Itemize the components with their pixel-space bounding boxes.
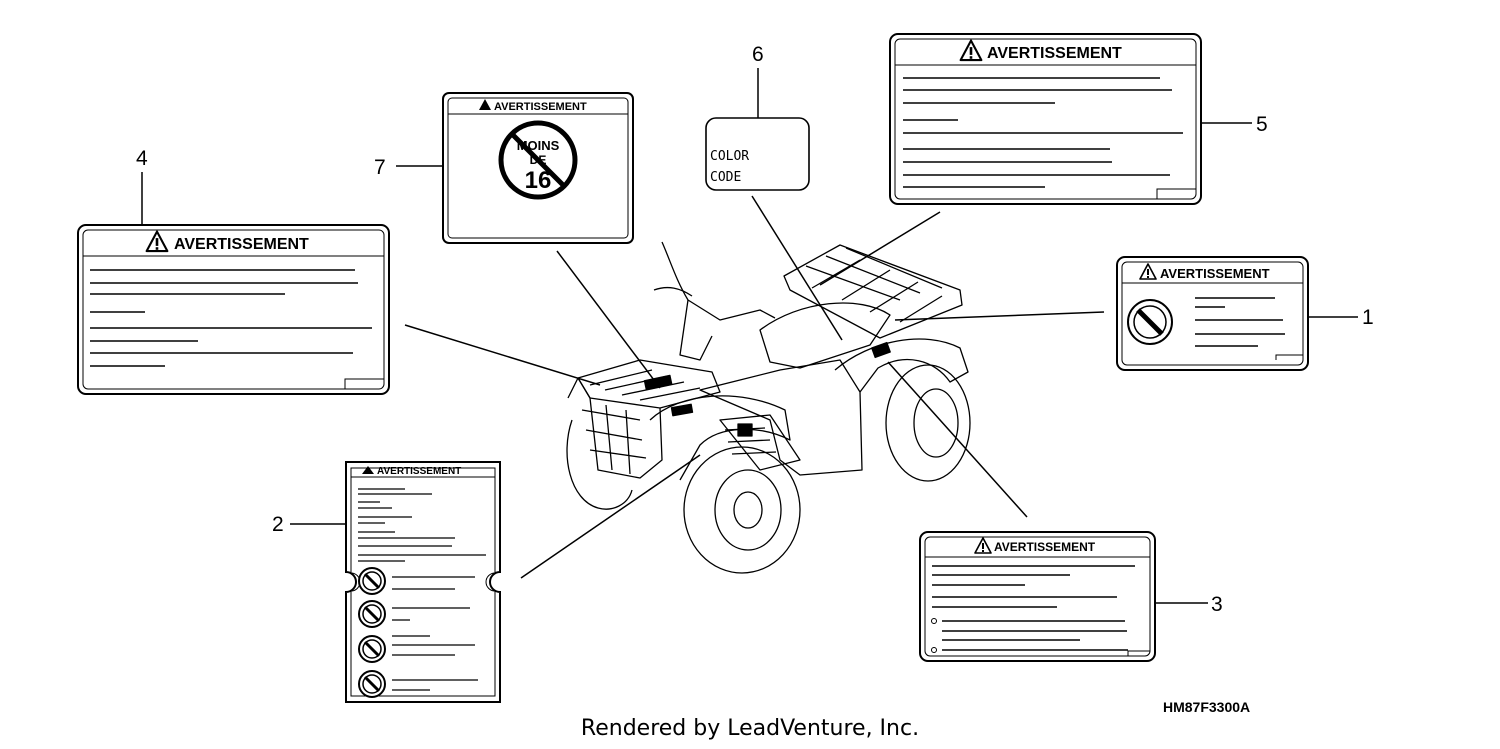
label-2: AVERTISSEMENT 2 [272, 461, 501, 703]
callout-4: 4 [136, 147, 148, 170]
label-3: AVERTISSEMENT 3 [919, 531, 1223, 662]
label-7: AVERTISSEMENT MOINS DE 16 7 [374, 92, 634, 244]
callout-7: 7 [374, 156, 386, 179]
label-1: AVERTISSEMENT 1 [1116, 256, 1374, 371]
label-2-header: AVERTISSEMENT [377, 466, 461, 477]
prohibition-icon [357, 566, 387, 596]
no-under-16-sign: MOINS DE 16 [498, 120, 578, 200]
prohibition-icon [357, 599, 387, 629]
label-4: AVERTISSEMENT 4 [77, 147, 390, 395]
callout-1: 1 [1362, 306, 1374, 329]
leader-lines [404, 195, 1105, 579]
label-1-header: AVERTISSEMENT [1160, 266, 1270, 281]
label-3-header: AVERTISSEMENT [994, 540, 1096, 554]
label-4-header: AVERTISSEMENT [174, 236, 309, 253]
footer-credit: Rendered by LeadVenture, Inc. [580, 716, 920, 741]
diagram-code: HM87F3300A [1163, 699, 1250, 715]
label-5: AVERTISSEMENT 5 [889, 33, 1268, 205]
prohibition-icon [357, 669, 387, 699]
callout-5: 5 [1256, 113, 1268, 136]
label-7-header: AVERTISSEMENT [494, 101, 587, 113]
prohibition-icon [1127, 299, 1173, 345]
label-6-line1: COLOR [710, 149, 749, 164]
label-6: COLOR CODE 6 [705, 43, 810, 191]
label-6-line2: CODE [710, 170, 741, 185]
callout-3: 3 [1211, 593, 1223, 616]
warning-triangle-icon [479, 99, 491, 110]
label-5-header: AVERTISSEMENT [987, 45, 1122, 62]
callout-2: 2 [272, 513, 284, 536]
atv-illustration [566, 241, 971, 574]
prohibition-icon [357, 634, 387, 664]
callout-6: 6 [752, 43, 764, 66]
